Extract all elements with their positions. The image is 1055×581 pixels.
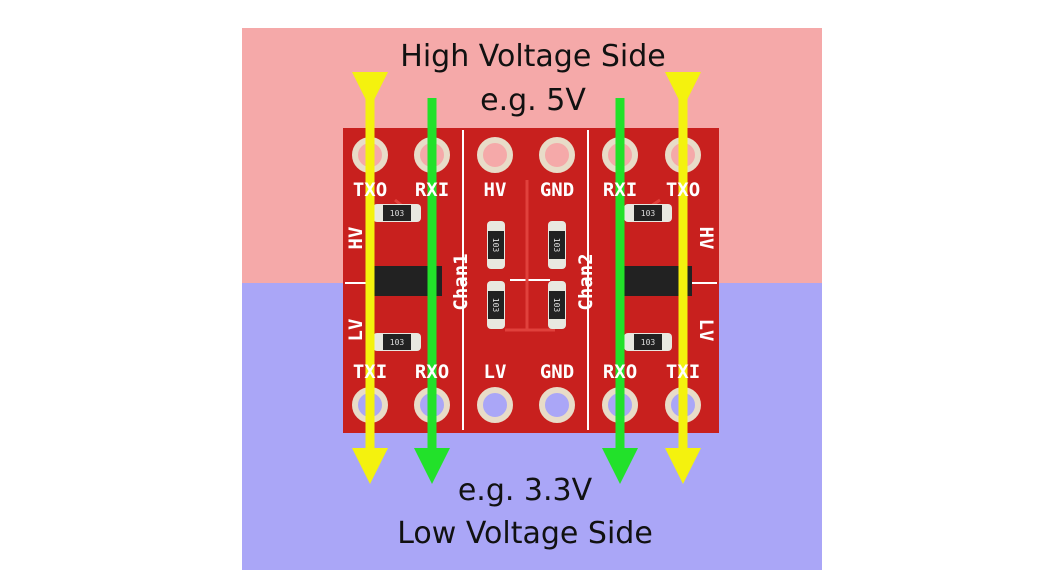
resistor-code: 103	[641, 209, 656, 218]
resistor: 103	[487, 221, 505, 269]
pin-label-top: RXI	[603, 179, 637, 201]
resistor-code: 103	[491, 238, 500, 253]
pin-hole-top	[477, 137, 513, 173]
resistor-code: 103	[641, 338, 656, 347]
pin-label-bottom: TXI	[353, 361, 387, 383]
resistor-code: 103	[552, 238, 561, 253]
pcb-board: 103 103 103 103 103 103 103 103	[343, 128, 719, 433]
high-voltage-title: High Voltage Side	[400, 39, 665, 74]
side-label-lv-left: LV	[345, 319, 367, 342]
resistor: 103	[624, 333, 672, 351]
resistor-code: 103	[552, 298, 561, 313]
side-label-hv-right: HV	[695, 227, 717, 250]
pin-label-top: RXI	[415, 179, 449, 201]
resistor-code: 103	[390, 209, 405, 218]
resistor: 103	[624, 204, 672, 222]
side-label-hv-left: HV	[345, 227, 367, 250]
pin-label-top: TXO	[353, 179, 387, 201]
resistor-code: 103	[390, 338, 405, 347]
resistor: 103	[548, 281, 566, 329]
pin-label-top: TXO	[666, 179, 700, 201]
channel-1-label: Chan1	[450, 253, 472, 310]
pin-hole-top	[539, 137, 575, 173]
pin-hole-bottom	[539, 387, 575, 423]
pin-label-top: GND	[540, 179, 574, 201]
pin-label-bottom: LV	[484, 361, 507, 383]
pin-hole-bottom	[477, 387, 513, 423]
low-voltage-example: e.g. 3.3V	[458, 473, 593, 508]
pin-label-bottom: GND	[540, 361, 574, 383]
resistor-code: 103	[491, 298, 500, 313]
pin-label-bottom: TXI	[666, 361, 700, 383]
pin-label-bottom: RXO	[415, 361, 449, 383]
pin-label-top: HV	[484, 179, 507, 201]
resistor: 103	[487, 281, 505, 329]
resistor: 103	[373, 204, 421, 222]
low-voltage-title: Low Voltage Side	[397, 516, 653, 551]
resistor: 103	[548, 221, 566, 269]
resistor: 103	[373, 333, 421, 351]
high-voltage-example: e.g. 5V	[480, 83, 586, 118]
channel-2-label: Chan2	[575, 253, 597, 310]
side-label-lv-right: LV	[695, 319, 717, 342]
pin-label-bottom: RXO	[603, 361, 637, 383]
